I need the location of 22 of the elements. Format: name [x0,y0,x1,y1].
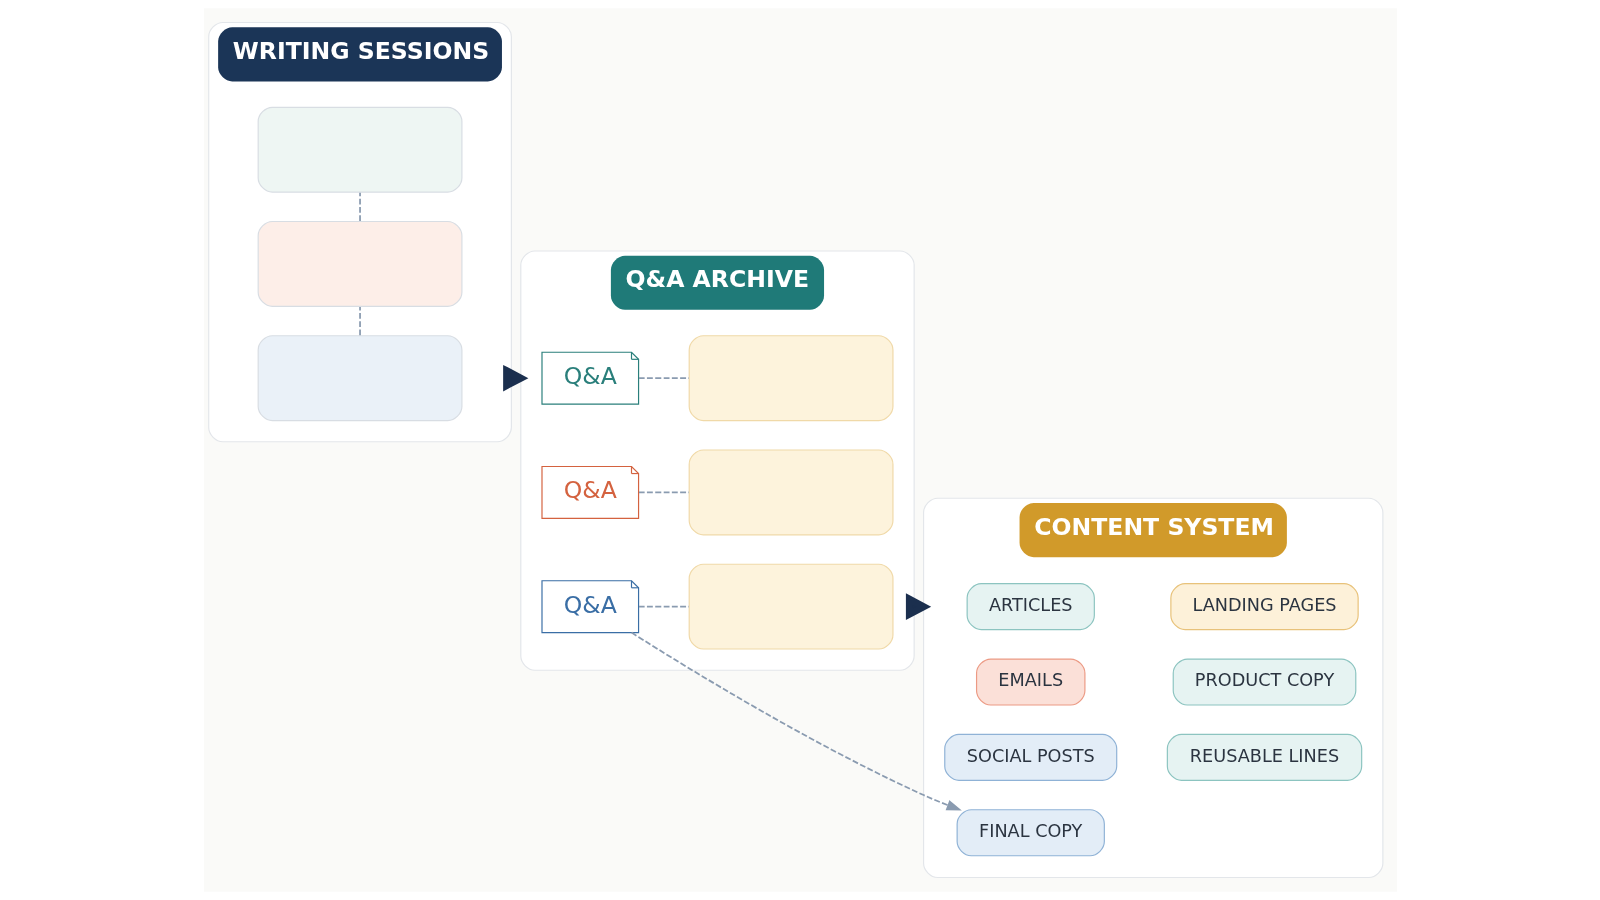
node-box: PRODUCT COPY [1172,658,1356,706]
node-box [257,335,462,422]
node-box [688,563,894,650]
node-box: EMAILS [975,658,1085,706]
node-box: REUSABLE LINES [1166,733,1362,781]
node-box: SOCIAL POSTS [943,733,1117,781]
connector [637,491,690,494]
connector [358,191,361,222]
node-box [257,220,462,307]
connector [637,377,690,380]
node-box: FINAL COPY [956,809,1105,857]
connector [358,306,361,337]
node-box [688,335,894,422]
connector [637,605,690,608]
node-box: ARTICLES [966,583,1095,631]
node-box: LANDING PAGES [1169,583,1359,631]
arrow [502,364,528,392]
arrow [905,593,931,620]
arrow [630,631,962,811]
node-box [257,106,462,193]
cluster: WRITING SESSIONS [207,21,512,443]
node-box [688,449,894,536]
